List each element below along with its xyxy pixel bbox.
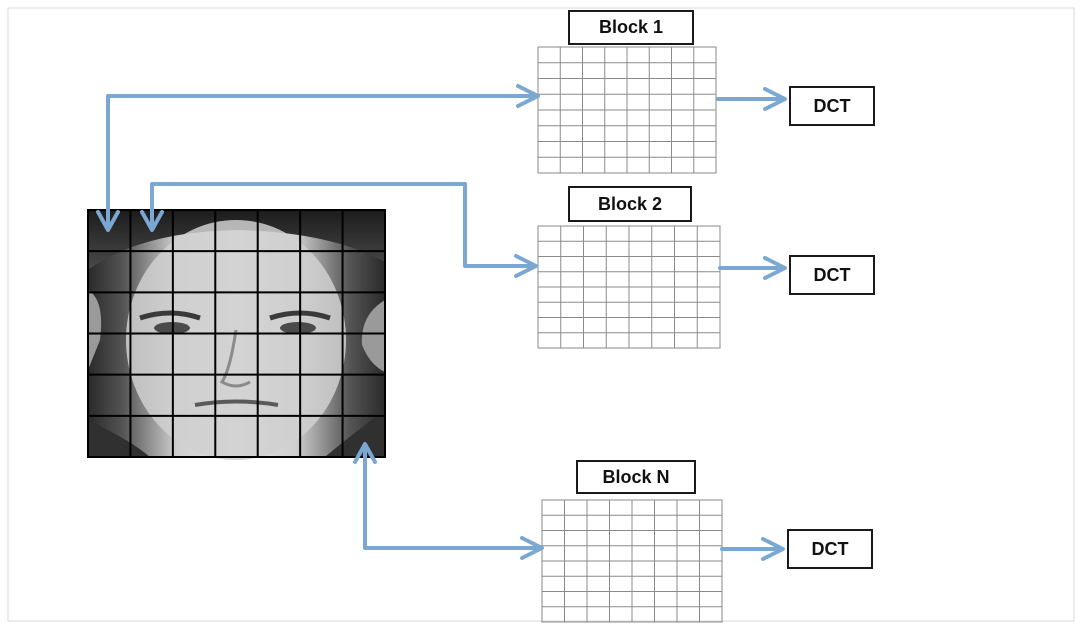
blockN-grid <box>542 500 722 622</box>
blockN-connector-line <box>365 445 540 548</box>
face-image <box>88 210 385 460</box>
block2-label: Block 2 <box>568 186 692 222</box>
dct1-label: DCT <box>789 86 875 126</box>
dct3-label: DCT <box>787 529 873 569</box>
block1-grid <box>538 47 716 173</box>
block1-label: Block 1 <box>568 10 694 45</box>
dct2-label: DCT <box>789 255 875 295</box>
blockN-label: Block N <box>576 460 696 494</box>
block2-grid <box>538 226 720 348</box>
block1-connector-line <box>108 96 536 228</box>
